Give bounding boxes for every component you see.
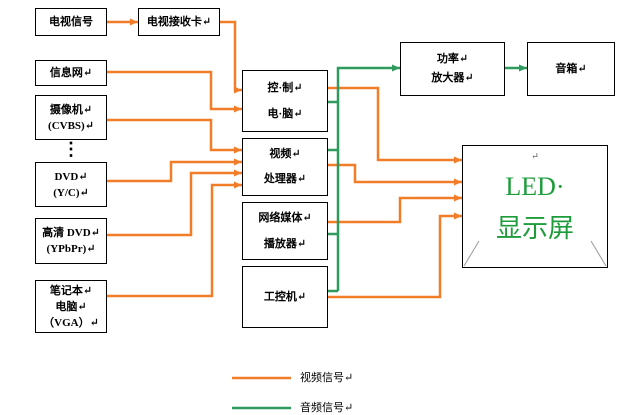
video-processor-label-1: 视频↵: [269, 148, 301, 160]
info-network-label: 信息网↵: [49, 67, 93, 79]
power-amplifier-box: 功率↵ 放大器↵: [400, 42, 505, 96]
control-pc-label-1: 控·制↵: [267, 82, 303, 94]
led-screen-mark: ↵: [531, 151, 539, 161]
tv-signal-box: 电视信号: [35, 8, 107, 36]
edge-media-player-to-led-screen: [328, 194, 462, 224]
control-pc-box: 控·制↵ 电·脑↵: [242, 70, 328, 132]
industrial-pc-label: 工控机↵: [263, 291, 307, 303]
tv-receiver-card-label: 电视接收卡↵: [146, 16, 212, 28]
edge-laptop-to-video-processor: [107, 181, 242, 298]
video-processor-label-2: 处理器↵: [263, 173, 307, 185]
industrial-pc-box: 工控机↵: [242, 266, 328, 328]
media-player-label-1: 网络媒体↵: [258, 212, 312, 224]
info-network-box: 信息网↵: [35, 60, 107, 86]
edge-tv-card-to-control-pc: [220, 20, 242, 94]
hd-dvd-label: 高清 DVD↵: [42, 227, 100, 239]
tv-receiver-card-box: 电视接收卡↵: [138, 8, 220, 36]
laptop-format-label: （VGA）↵: [43, 316, 99, 329]
audio-bus-to-amplifier: [336, 64, 400, 291]
camera-box: 摄像机↵ (CVBS)↵: [35, 95, 107, 140]
led-screen-title: LED·: [505, 172, 565, 201]
led-screen-subtitle: 显示屏: [495, 214, 574, 243]
hd-dvd-format-label: (YPbPr)↵: [46, 243, 96, 255]
power-amplifier-label-2: 放大器↵: [431, 72, 474, 84]
camera-format-label: (CVBS)↵: [48, 119, 94, 132]
laptop-label-1: 笔记本↵: [49, 284, 93, 297]
edge-dvd-to-video-processor: [107, 158, 242, 183]
media-player-label-2: 播放器↵: [263, 238, 307, 250]
led-screen-box: ↵ LED· 显示屏: [462, 145, 608, 268]
power-amplifier-label-1: 功率↵: [436, 53, 469, 65]
laptop-box: 笔记本↵ 电脑↵ （VGA）↵: [35, 280, 107, 333]
control-pc-label-2: 电·脑↵: [267, 108, 303, 120]
tv-signal-label: 电视信号: [49, 16, 93, 28]
camera-label: 摄像机↵: [49, 103, 93, 116]
media-player-box: 网络媒体↵ 播放器↵: [242, 202, 328, 260]
speaker-box: 音箱↵: [527, 42, 615, 96]
edge-info-net-to-control-pc: [107, 70, 242, 113]
more-inputs-ellipsis: ⋮: [62, 139, 80, 159]
legend-video-label: 视频信号↵: [300, 372, 354, 384]
legend-audio-label: 音频信号↵: [300, 402, 354, 414]
laptop-label-2: 电脑↵: [55, 300, 87, 313]
edge-camera-to-video-processor: [107, 118, 242, 154]
dvd-format-label: (Y/C)↵: [53, 186, 89, 199]
hd-dvd-box: 高清 DVD↵ (YPbPr)↵: [35, 218, 107, 264]
edge-control-pc-to-led-screen: [328, 86, 462, 164]
dvd-box: DVD↵ (Y/C)↵: [35, 162, 107, 207]
speaker-label: 音箱↵: [555, 63, 587, 75]
edge-industrial-pc-to-led-screen: [328, 212, 462, 299]
video-processor-box: 视频↵ 处理器↵: [242, 138, 328, 196]
dvd-label: DVD↵: [54, 170, 88, 183]
edge-hd-dvd-to-video-processor: [107, 169, 242, 237]
edge-video-processor-to-led-screen: [328, 163, 462, 186]
